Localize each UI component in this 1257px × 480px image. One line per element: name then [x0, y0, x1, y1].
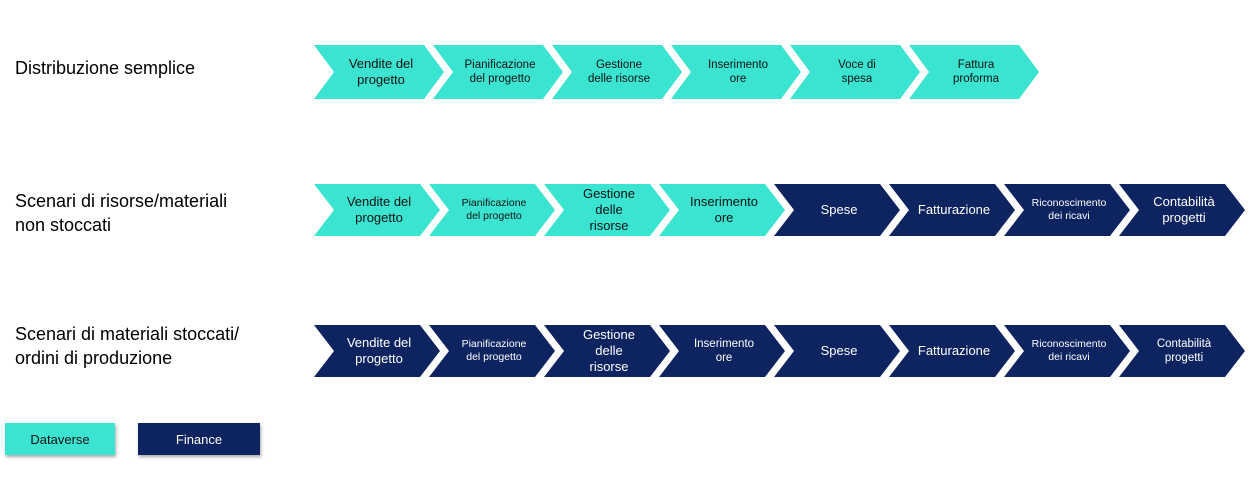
step-fatturazione: Fatturazione: [889, 184, 1015, 236]
step-fatturazione: Fatturazione: [889, 325, 1015, 377]
step-spese: Spese: [774, 184, 900, 236]
row-label-distribuzione-semplice: Distribuzione semplice: [15, 58, 196, 78]
step-riconoscimento-dei-ricavi: Riconoscimento dei ricavi: [1004, 184, 1130, 236]
row-label-risorse-non-stoccati: Scenari di risorse/materiali non stoccat…: [15, 191, 228, 235]
step-pianificazione-del-progetto: Pianificazione del progetto: [429, 184, 555, 236]
step-spese: Spese: [774, 325, 900, 377]
step-inserimento-ore: Inserimento ore: [659, 325, 785, 377]
step-fattura-proforma: Fattura proforma: [909, 45, 1039, 99]
step-contabilita-progetti: Contabilità progetti: [1119, 325, 1245, 377]
row-label-materiali-stoccati: Scenari di materiali stoccati/ ordini di…: [15, 324, 240, 368]
process-flow-distribuzione-semplice: Vendite del progetto Pianificazione del …: [314, 45, 1028, 99]
legend-dataverse: Dataverse: [5, 423, 115, 455]
process-flow-risorse-non-stoccati: Vendite del progetto Pianificazione del …: [314, 184, 1234, 236]
step-voce-di-spesa: Voce di spesa: [790, 45, 920, 99]
step-pianificazione-del-progetto: Pianificazione del progetto: [429, 325, 555, 377]
legend-finance: Finance: [138, 423, 260, 455]
step-gestione-delle-risorse: Gestione delle risorse: [544, 184, 670, 236]
process-flow-materiali-stoccati: Vendite del progetto Pianificazione del …: [314, 325, 1234, 377]
step-inserimento-ore: Inserimento ore: [671, 45, 801, 99]
step-gestione-delle-risorse: Gestione delle risorse: [544, 325, 670, 377]
step-vendite-del-progetto: Vendite del progetto: [314, 325, 440, 377]
step-riconoscimento-dei-ricavi: Riconoscimento dei ricavi: [1004, 325, 1130, 377]
step-gestione-delle-risorse: Gestione delle risorse: [552, 45, 682, 99]
step-inserimento-ore: Inserimento ore: [659, 184, 785, 236]
step-contabilita-progetti: Contabilità progetti: [1119, 184, 1245, 236]
step-pianificazione-del-progetto: Pianificazione del progetto: [433, 45, 563, 99]
step-vendite-del-progetto: Vendite del progetto: [314, 45, 444, 99]
step-vendite-del-progetto: Vendite del progetto: [314, 184, 440, 236]
